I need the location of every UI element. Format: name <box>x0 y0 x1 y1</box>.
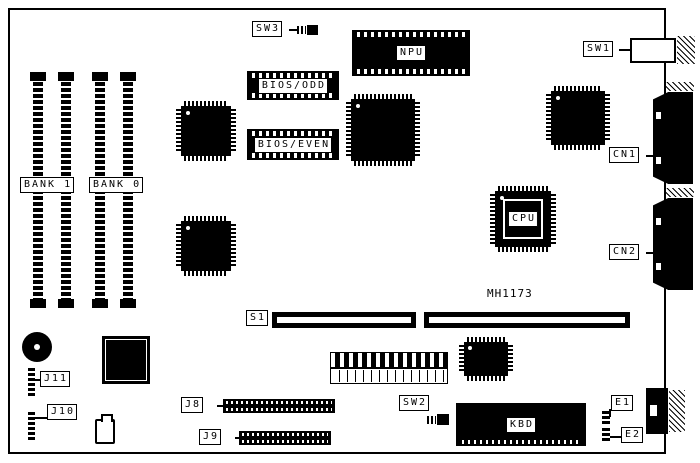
qfp-chip <box>459 337 513 381</box>
chip-pins <box>498 247 548 252</box>
e1-pins <box>602 411 610 424</box>
sw1-label: SW1 <box>583 41 614 57</box>
j8-wire <box>217 405 223 407</box>
chip-pins <box>184 216 228 221</box>
chip-pins <box>231 224 236 268</box>
speaker <box>22 332 52 362</box>
sw1-switch <box>630 38 676 63</box>
bios-odd-chip: BIOS/ODD <box>247 71 339 100</box>
qfp-chip <box>176 101 236 161</box>
chip-pins <box>184 156 228 161</box>
chip-body <box>551 91 605 145</box>
bank0-label: BANK 0 <box>89 177 144 193</box>
din-connector <box>646 388 668 434</box>
kbd-controller: KBD <box>456 403 586 446</box>
chip-pins <box>184 271 228 276</box>
kbd-label: KBD <box>505 416 537 433</box>
board-id-text: MH1173 <box>487 287 533 300</box>
sw1-wire <box>619 49 630 51</box>
sw2-label: SW2 <box>399 395 430 411</box>
cn1-wire <box>646 155 653 157</box>
npu-chip: NPU <box>352 30 470 76</box>
sw3-connector-pins <box>297 26 306 34</box>
chip-pins <box>467 376 505 381</box>
sw2-jumper-pins <box>427 416 436 424</box>
chip-pins <box>554 145 602 150</box>
pin1-dot <box>500 196 504 200</box>
pin1-dot <box>356 104 360 108</box>
j8-pin-header <box>223 399 335 413</box>
edge-hatch <box>677 36 695 64</box>
chip-pins <box>354 161 412 166</box>
j11-pin-header <box>28 368 35 396</box>
chip-pins <box>467 337 505 342</box>
j8-label: J8 <box>181 397 204 413</box>
pin1-dot <box>186 111 190 115</box>
power-header-pins <box>330 352 448 368</box>
chip-pins <box>176 224 181 268</box>
s1-slot-segment <box>424 312 630 328</box>
sw3-label: SW3 <box>252 21 283 37</box>
chip-pins <box>490 194 495 244</box>
s1-label: S1 <box>246 310 269 326</box>
qfp-chip <box>546 86 610 150</box>
bios-odd-label: BIOS/ODD <box>257 77 329 94</box>
j9-wire <box>235 437 239 439</box>
cn2-wire <box>646 252 653 254</box>
e2-wire <box>610 436 621 438</box>
cn1-connector <box>653 92 693 184</box>
e2-label: E2 <box>621 427 644 443</box>
j11-wire <box>35 379 40 381</box>
qfp-chip <box>176 216 236 276</box>
cpu-socket-ring <box>503 199 543 239</box>
chip-pins <box>554 86 602 91</box>
edge-hatch <box>669 390 685 432</box>
j10-label: J10 <box>47 404 78 420</box>
qfp-chip <box>346 94 420 166</box>
j11-label: J11 <box>40 371 71 387</box>
pin1-dot <box>556 96 560 100</box>
cpu-label: CPU <box>507 211 539 227</box>
bank1-label: BANK 1 <box>20 177 75 193</box>
chip-body <box>351 99 415 161</box>
chip-pins <box>231 109 236 153</box>
chip-pins <box>498 186 548 191</box>
edge-hatch <box>664 82 694 91</box>
chip-pins <box>459 345 464 373</box>
plcc-chip <box>102 336 150 384</box>
sw2-jumper <box>437 414 449 425</box>
e2-pins <box>602 428 610 441</box>
crystal <box>95 414 115 444</box>
j10-wire <box>35 417 47 419</box>
cn2-label: CN2 <box>609 244 640 260</box>
npu-label: NPU <box>395 45 427 61</box>
chip-pins <box>415 102 420 158</box>
cn1-label: CN1 <box>609 147 640 163</box>
j9-label: J9 <box>199 429 222 445</box>
sw3-wire <box>289 29 297 31</box>
bios-even-chip: BIOS/EVEN <box>247 129 339 160</box>
chip-pins <box>184 101 228 106</box>
power-header-cells <box>330 368 448 384</box>
sw3-connector <box>307 25 318 35</box>
chip-pins <box>176 109 181 153</box>
j9-pin-header <box>239 431 331 445</box>
cpu-chip: CPU <box>490 186 556 252</box>
cn2-connector <box>653 198 693 290</box>
j10-pin-header <box>28 412 35 442</box>
s1-slot-segment <box>272 312 416 328</box>
edge-hatch <box>664 188 694 197</box>
chip-pins <box>551 194 556 244</box>
chip-pins <box>346 102 351 158</box>
chip-pins <box>354 94 412 99</box>
chip-pins <box>508 345 513 373</box>
chip-pins <box>605 94 610 142</box>
pin1-dot <box>468 346 472 350</box>
chip-pins <box>546 94 551 142</box>
e1-label: E1 <box>611 395 634 411</box>
e1-wire <box>609 409 611 417</box>
pin1-dot <box>186 226 190 230</box>
bios-even-label: BIOS/EVEN <box>253 136 333 153</box>
